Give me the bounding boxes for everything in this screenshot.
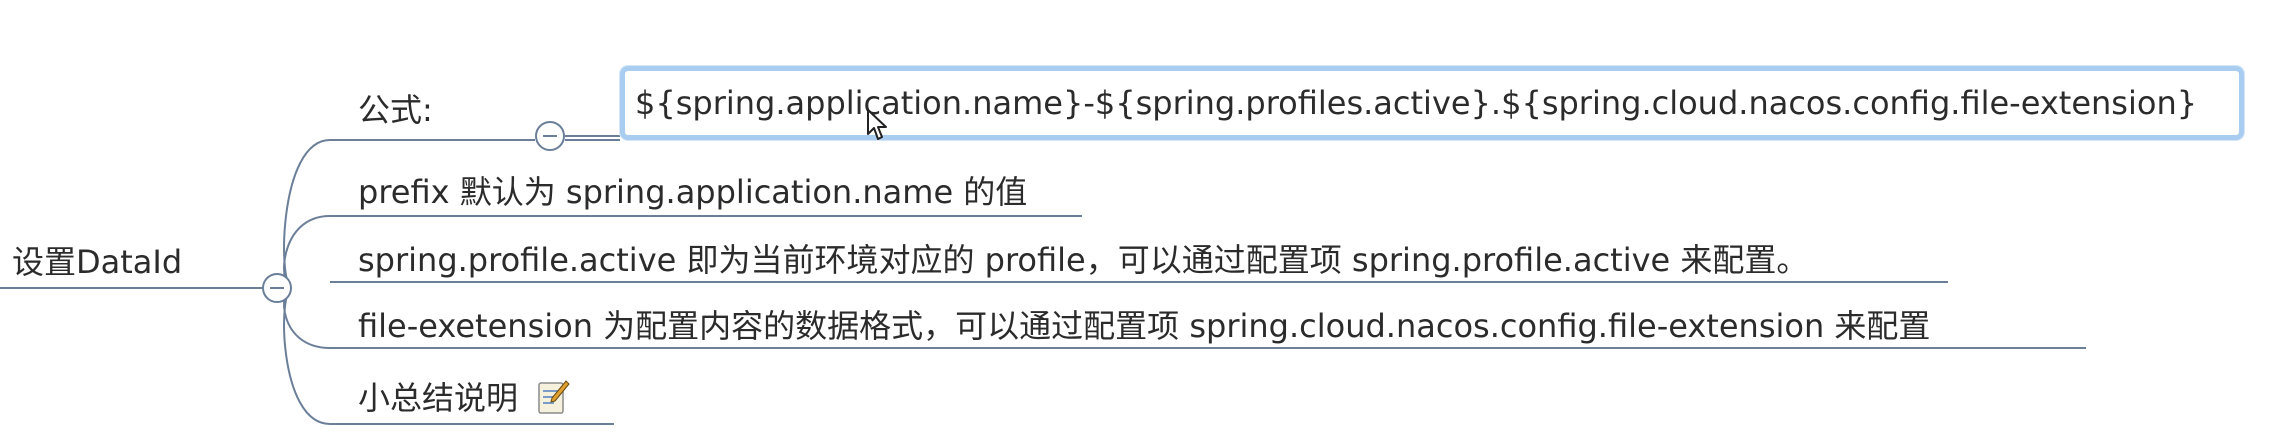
collapse-minus-icon[interactable] (535, 121, 565, 151)
topic-summary-label: 小总结说明 (358, 379, 519, 417)
topic-prefix[interactable]: prefix 默认为 spring.application.name 的值 (358, 173, 1028, 211)
formula-text: ${spring.application.name}-${spring.prof… (635, 84, 2198, 122)
topic-file-extension[interactable]: file-exetension 为配置内容的数据格式，可以通过配置项 sprin… (358, 307, 1931, 345)
mouse-cursor-icon (867, 109, 887, 140)
formula-topic-selected[interactable]: ${spring.application.name}-${spring.prof… (620, 66, 2244, 140)
topic-profile-active[interactable]: spring.profile.active 即为当前环境对应的 profile，… (358, 241, 1809, 279)
topic-summary[interactable]: 小总结说明 (358, 378, 570, 418)
root-topic-label[interactable]: 设置DataId (12, 243, 183, 281)
memo-icon[interactable] (536, 379, 570, 415)
topic-formula-label[interactable]: 公式: (358, 91, 433, 129)
collapse-minus-icon[interactable] (262, 273, 292, 303)
